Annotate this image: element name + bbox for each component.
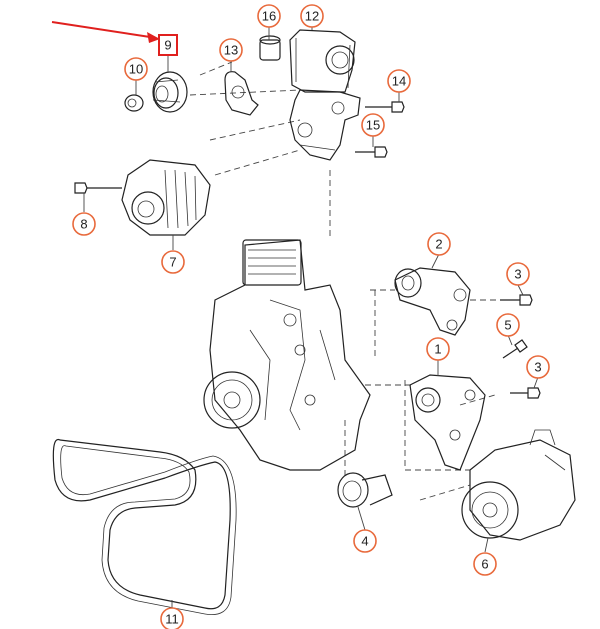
bolt-8: [74, 182, 122, 194]
callout-10: 10: [124, 57, 148, 81]
ribbed-belt: [52, 438, 237, 616]
callout-label: 7: [169, 255, 176, 270]
callout-label: 3: [514, 267, 521, 282]
callout-9: 9: [158, 34, 178, 56]
callout-16: 16: [257, 4, 281, 28]
callout-label: 13: [224, 43, 238, 58]
callout-label: 15: [366, 118, 380, 133]
callout-label: 3: [534, 360, 541, 375]
pulley-cap: [124, 94, 144, 112]
callout-3: 3: [506, 262, 530, 286]
sleeve: [259, 35, 281, 61]
callout-marker: [387, 69, 411, 93]
callout-marker: [426, 337, 450, 361]
callout-1: 1: [426, 337, 450, 361]
callout-13: 13: [219, 38, 243, 62]
callout-marker: [473, 552, 497, 576]
callout-marker: [158, 34, 178, 56]
callout-8: 8: [72, 212, 96, 236]
callout-marker: [219, 38, 243, 62]
callout-marker: [161, 250, 185, 274]
callout-marker: [257, 4, 281, 28]
bolt-3-upper: [500, 294, 533, 306]
bolt-14: [365, 101, 405, 113]
assembly-lines: [189, 61, 505, 501]
bolt-15: [355, 146, 388, 158]
callout-2: 2: [427, 232, 451, 256]
callout-marker: [124, 57, 148, 81]
alternator: [121, 159, 211, 236]
belt-tensioner: [394, 267, 471, 336]
callout-marker: [72, 212, 96, 236]
mounting-bracket: [289, 89, 361, 161]
callout-14: 14: [387, 69, 411, 93]
callout-11: 11: [160, 607, 184, 629]
callout-label: 8: [80, 217, 87, 232]
callout-12: 12: [300, 4, 324, 28]
callout-marker: [361, 113, 385, 137]
callout-6: 6: [473, 552, 497, 576]
leader-lines: [83, 26, 539, 612]
callout-15: 15: [361, 113, 385, 137]
callout-marker: [496, 313, 520, 337]
gasket: [224, 71, 259, 116]
callout-label: 10: [129, 62, 143, 77]
callout-5: 5: [496, 313, 520, 337]
callout-3: 3: [526, 355, 550, 379]
callout-marker: [506, 262, 530, 286]
tensioner-pulley: [152, 71, 188, 113]
callout-label: 2: [435, 237, 442, 252]
bolt-5: [502, 339, 528, 359]
callout-marker: [427, 232, 451, 256]
idler-pulley: [337, 472, 393, 508]
callout-label: 11: [165, 612, 179, 627]
compressor-bracket: [409, 374, 486, 471]
callout-label: 9: [164, 38, 171, 53]
callout-label: 12: [305, 9, 319, 24]
callout-marker: [353, 529, 377, 553]
callout-label: 1: [434, 342, 441, 357]
bolt-3-lower: [510, 387, 541, 399]
highlight-arrow: [51, 21, 160, 43]
callout-marker: [300, 4, 324, 28]
callout-label: 6: [481, 557, 488, 572]
callout-marker: [160, 607, 184, 629]
callout-label: 16: [262, 9, 276, 24]
callout-4: 4: [353, 529, 377, 553]
callout-marker: [526, 355, 550, 379]
ac-compressor: [461, 429, 576, 541]
callout-label: 4: [361, 534, 368, 549]
coolant-housing: [289, 29, 356, 93]
callout-7: 7: [161, 250, 185, 274]
engine-block: [203, 239, 371, 471]
callout-label: 14: [392, 74, 406, 89]
callout-label: 5: [504, 318, 511, 333]
